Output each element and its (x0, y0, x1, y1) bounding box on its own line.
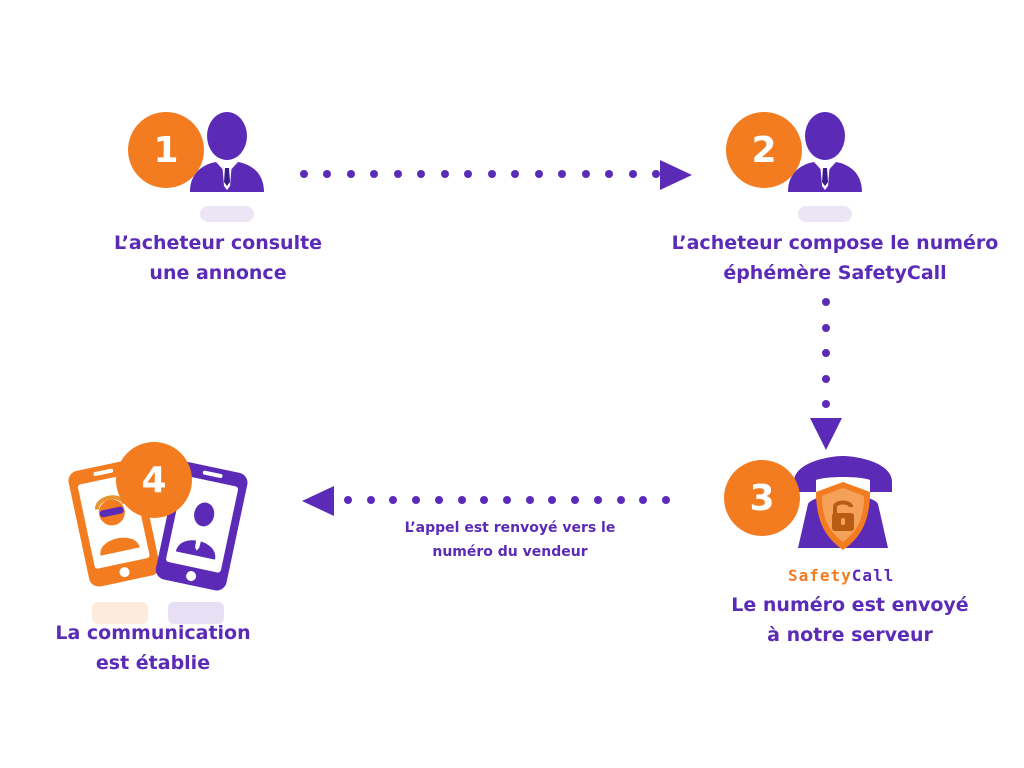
connector-dot (412, 496, 421, 504)
connector-dot (581, 170, 590, 178)
arrow-left-icon (302, 486, 334, 516)
step-3-caption: Le numéro est envoyé à notre serveur (700, 590, 1000, 650)
connector-dot (370, 170, 379, 178)
connector-dot (434, 496, 443, 504)
step-1-badge: 1 (128, 112, 204, 188)
user-icon (190, 112, 264, 222)
connector-dot (822, 298, 830, 306)
connector-dot (822, 323, 830, 332)
connector-dot (822, 374, 830, 383)
connector-dot (487, 170, 496, 178)
brand-part-safety: Safety (788, 566, 852, 585)
step-3-caption-line2: à notre serveur (767, 624, 933, 646)
step-4-caption-line1: La communication (55, 622, 251, 644)
connector-dot (511, 170, 520, 178)
step-4-badge: 4 (116, 442, 192, 518)
connector-dot (525, 496, 534, 504)
connector-dot (300, 170, 308, 178)
connector-dot (639, 496, 648, 504)
connector-dot (464, 170, 473, 178)
connector-dot (822, 400, 830, 408)
connector-dot (389, 496, 398, 504)
connector-dot (457, 496, 466, 504)
step-4-caption: La communication est établie (40, 618, 266, 678)
arrow-down-icon (810, 418, 842, 450)
dotted-line (822, 298, 830, 408)
connector-dot (440, 170, 449, 178)
connector-dot (548, 496, 557, 504)
step-2-caption: L’acheteur compose le numéro éphémère Sa… (660, 228, 1010, 288)
connector-dot (323, 170, 332, 178)
connector-dot (822, 349, 830, 357)
step-2-caption-line1: L’acheteur compose le numéro (671, 232, 999, 254)
connector-dot (616, 496, 625, 504)
connector-dot (605, 170, 614, 178)
connector-dot (593, 496, 602, 504)
transfer-caption-line1: L’appel est renvoyé vers le (404, 520, 616, 536)
step-3-badge: 3 (724, 460, 800, 536)
transfer-caption-line2: numéro du vendeur (432, 544, 588, 560)
connector-dot (503, 496, 511, 504)
transfer-caption: L’appel est renvoyé vers le numéro du ve… (380, 516, 640, 564)
step-3-caption-line1: Le numéro est envoyé (731, 594, 969, 616)
brand-part-call: Call (851, 566, 895, 585)
step-2-caption-line2: éphémère SafetyCall (723, 262, 947, 284)
step-1-caption: L’acheteur consulte une annonce (90, 228, 346, 288)
connector-dot (558, 170, 567, 178)
connector-dot (366, 496, 375, 504)
safetycall-logo: SafetyCall (788, 566, 894, 585)
user-icon (788, 112, 862, 222)
connector-dot (652, 170, 660, 178)
dotted-line (344, 496, 670, 504)
connector-dot (571, 496, 580, 504)
connector-dot (628, 170, 637, 178)
phone-shield-icon (794, 456, 892, 550)
step-1-caption-line2: une annonce (149, 262, 287, 284)
step-4-caption-line2: est établie (95, 652, 211, 674)
step-1-caption-line1: L’acheteur consulte (113, 232, 323, 254)
arrow-right-icon (660, 160, 692, 190)
step-2-badge: 2 (726, 112, 802, 188)
connector-dot (417, 170, 426, 178)
connector-dot (662, 496, 670, 504)
connector-dot (393, 170, 402, 178)
connector-dot (346, 170, 355, 178)
dotted-line (300, 170, 660, 178)
connector-dot (534, 170, 543, 178)
connector-dot (344, 496, 352, 504)
connector-dot (480, 496, 489, 504)
